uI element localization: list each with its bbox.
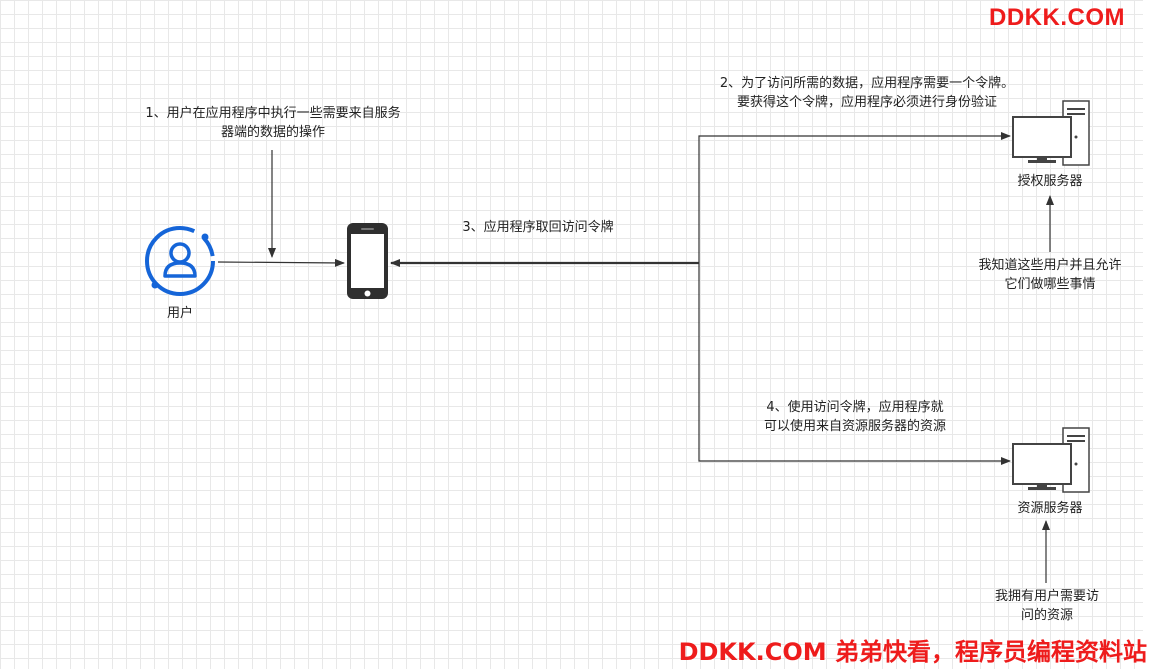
watermark-bottom: DDKK.COM 弟弟快看，程序员编程资料站 — [678, 638, 1147, 666]
watermark-top: DDKK.COM — [989, 4, 1125, 31]
step1-line2: 器端的数据的操作 — [220, 125, 325, 140]
step2-text: 2、为了访问所需的数据，应用程序需要一个令牌。 要获得这个令牌，应用程序必须进行… — [690, 74, 1044, 112]
smartphone-icon — [347, 223, 388, 299]
step1-text: 1、用户在应用程序中执行一些需要来自服务 器端的数据的操作 — [113, 104, 433, 142]
step1-line1: 1、用户在应用程序中执行一些需要来自服务 — [145, 106, 401, 121]
phone-to-resource-connector — [698, 263, 1011, 465]
scrollbar-track — [1143, 0, 1155, 669]
auth-server-note: 我知道这些用户并且允许 它们做哪些事情 — [960, 256, 1140, 294]
user-icon — [145, 226, 215, 296]
resource-server-label: 资源服务器 — [1017, 501, 1083, 516]
step4-text: 4、使用访问令牌，应用程序就 可以使用来自资源服务器的资源 — [740, 398, 970, 436]
auth-server-icon — [1012, 100, 1090, 166]
resource-note-line2: 问的资源 — [1020, 608, 1073, 623]
step4-line2: 可以使用来自资源服务器的资源 — [763, 419, 946, 434]
auth-note-line1: 我知道这些用户并且允许 — [978, 258, 1122, 273]
resource-server-icon — [1012, 427, 1090, 493]
step4-line1: 4、使用访问令牌，应用程序就 — [766, 400, 944, 415]
step2-line1: 2、为了访问所需的数据，应用程序需要一个令牌。 — [719, 76, 1015, 91]
auth-server-label: 授权服务器 — [1017, 174, 1083, 189]
step3-text: 3、应用程序取回访问令牌 — [462, 220, 614, 235]
resource-note-line1: 我拥有用户需要访 — [994, 589, 1099, 604]
user-to-phone-arrow — [217, 258, 345, 267]
step2-line2: 要获得这个令牌，应用程序必须进行身份验证 — [736, 95, 997, 110]
phone-to-auth-connector — [698, 132, 1011, 263]
resource-server-note: 我拥有用户需要访 问的资源 — [977, 587, 1117, 625]
user-label: 用户 — [166, 306, 193, 321]
auth-note-line2: 它们做哪些事情 — [1004, 277, 1096, 292]
